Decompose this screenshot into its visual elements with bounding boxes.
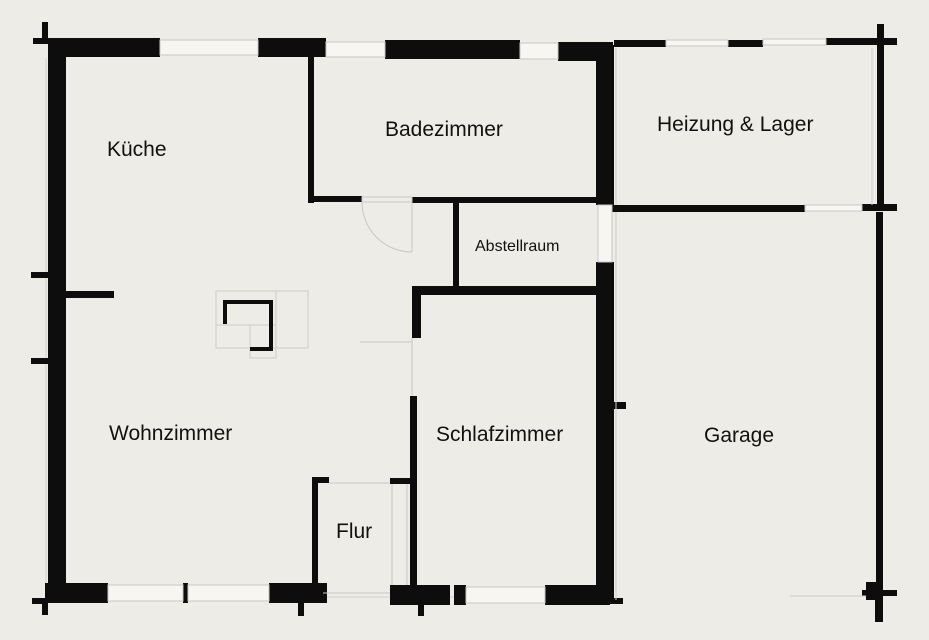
walls-interior <box>31 22 626 616</box>
walls-garage <box>612 24 897 622</box>
room-label-wohnzimmer: Wohnzimmer <box>109 422 232 445</box>
room-label-kueche: Küche <box>107 138 167 161</box>
chimney <box>215 290 309 359</box>
room-label-schlafzimmer: Schlafzimmer <box>436 423 563 446</box>
windows <box>107 39 559 604</box>
room-label-heizung-lager: Heizung & Lager <box>657 113 813 136</box>
room-label-flur: Flur <box>336 520 372 543</box>
walls-thick <box>45 38 614 605</box>
garage-windows <box>597 38 863 263</box>
room-label-badezimmer: Badezimmer <box>385 118 503 141</box>
garage-thin-lines <box>615 48 873 600</box>
doors <box>323 196 413 594</box>
room-label-abstellraum: Abstellraum <box>475 238 559 255</box>
room-label-garage: Garage <box>704 424 774 447</box>
